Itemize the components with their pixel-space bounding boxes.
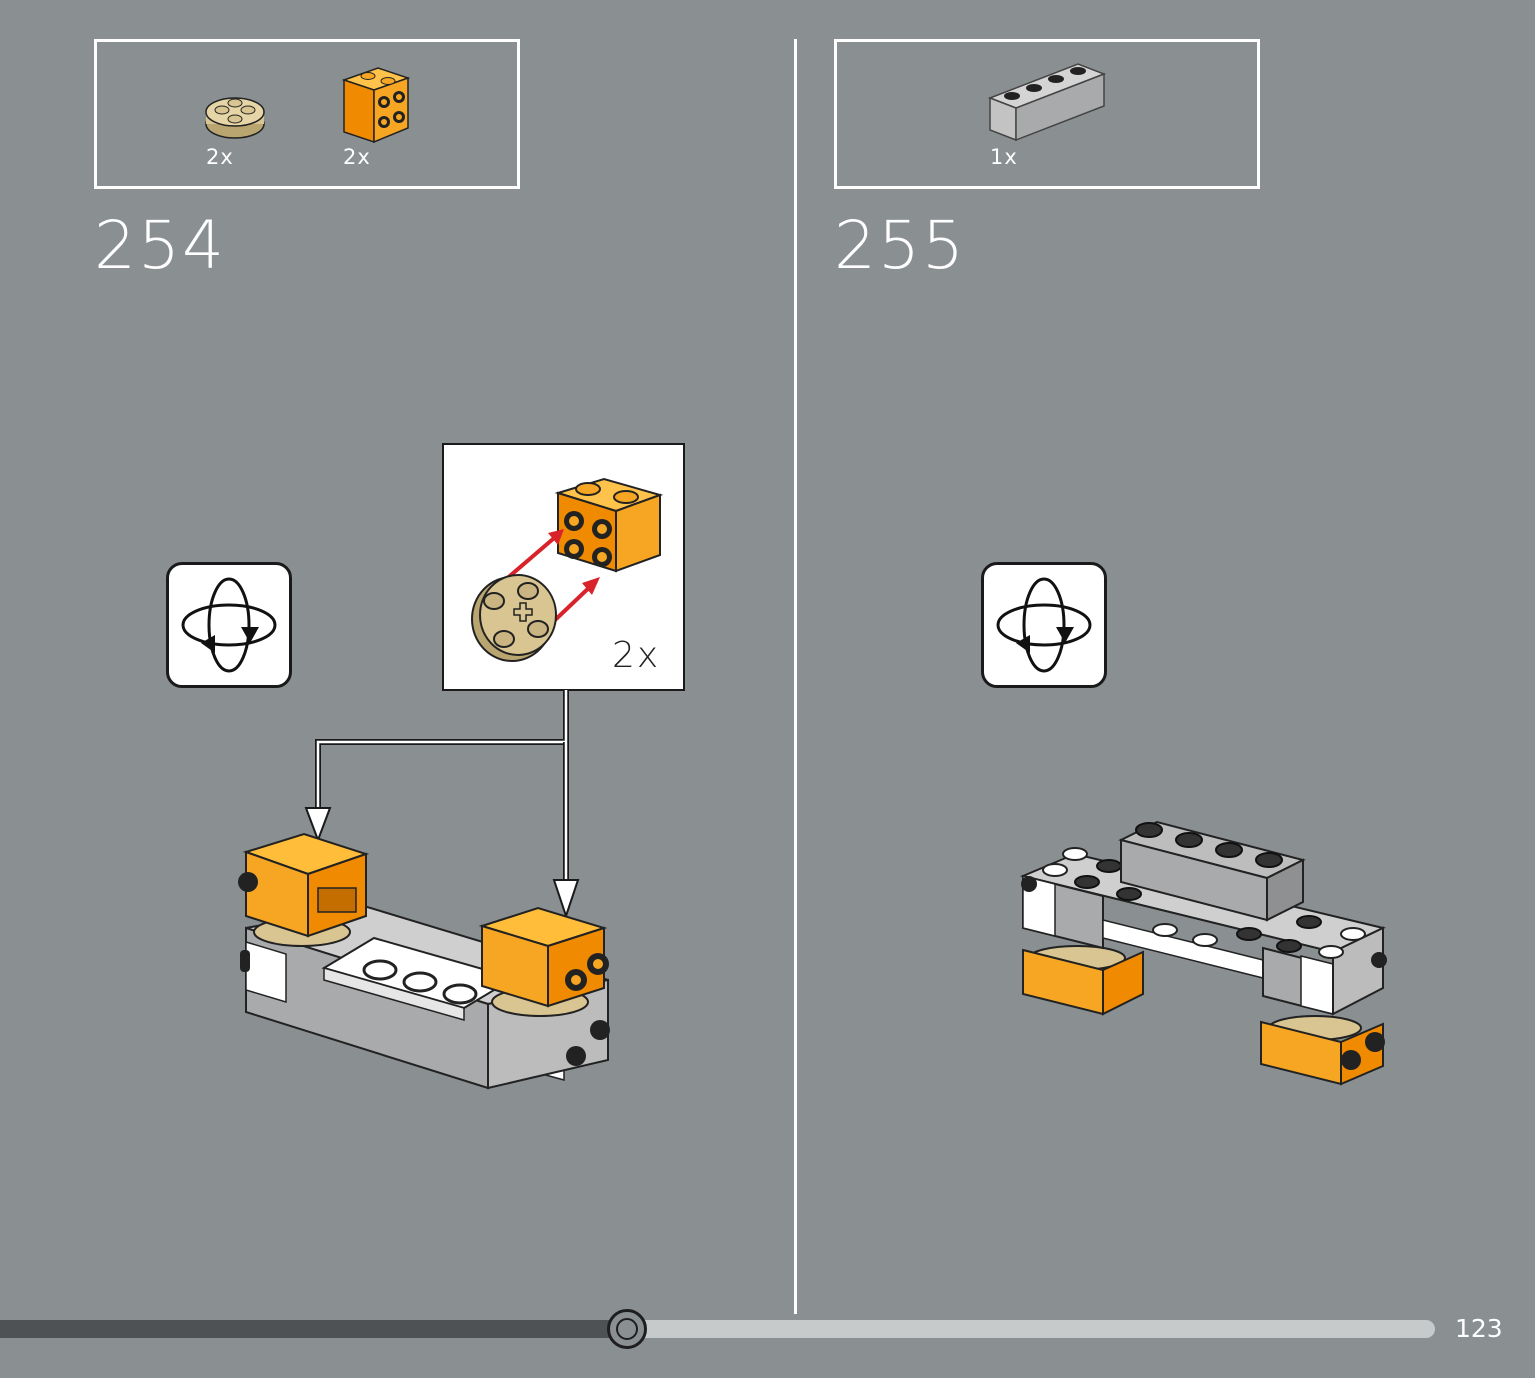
orange-brick-part-icon: [341, 67, 411, 144]
part-qty-orange-brick: 2x: [343, 145, 371, 169]
step-254-parts-box: [94, 39, 520, 189]
progress-knob[interactable]: [607, 1309, 647, 1349]
rotate-model-icon-2: [981, 562, 1107, 688]
step-254-model-illustration: [238, 832, 610, 1090]
progress-fill: [0, 1320, 627, 1338]
part-qty-tan-plate: 2x: [206, 145, 234, 169]
page-column-divider: [794, 39, 797, 1314]
sub-assembly-callout: 2x: [442, 443, 685, 691]
tan-round-plate-part-icon: [205, 97, 265, 139]
page-number: 123: [1455, 1314, 1503, 1343]
rotate-model-icon: [166, 562, 292, 688]
rotate-arrows-icon-2: [996, 577, 1092, 673]
rotate-arrows-icon: [181, 577, 277, 673]
step-255-model-illustration: [1019, 820, 1387, 1086]
callout-assembly-illustration: [471, 477, 664, 662]
step-number-254: 254: [94, 207, 226, 284]
gray-brick-1x4-part-icon: [987, 63, 1107, 142]
callout-quantity: 2x: [612, 635, 661, 676]
step-255-parts-box: [834, 39, 1260, 189]
callout-pointer-arrows: [304, 690, 580, 920]
step-number-255: 255: [834, 207, 966, 284]
part-qty-gray-brick: 1x: [990, 145, 1018, 169]
